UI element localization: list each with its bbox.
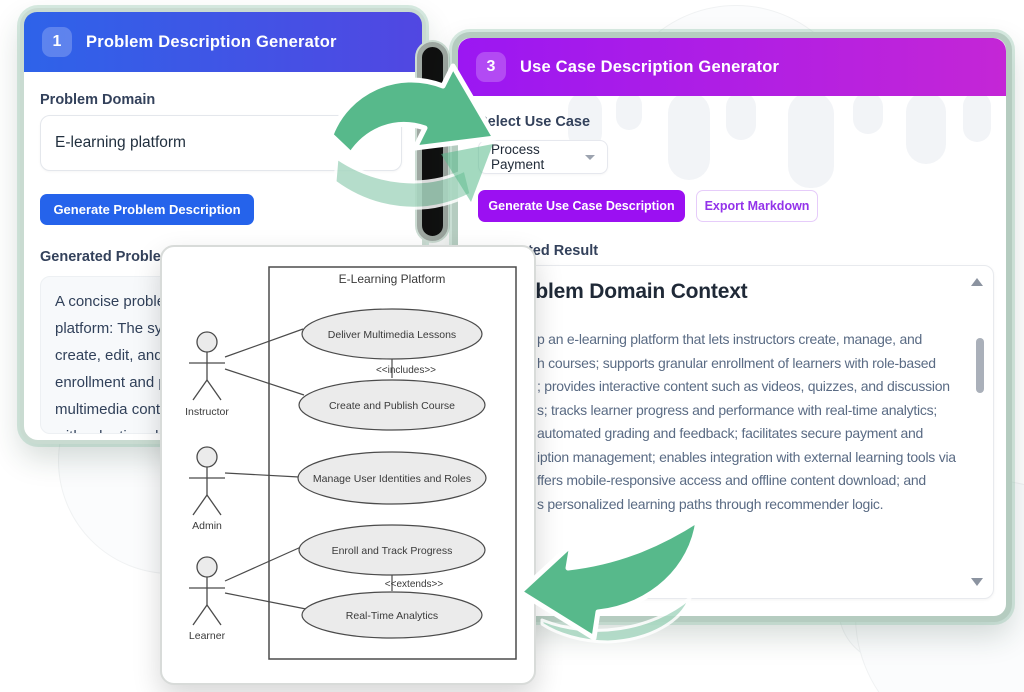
problem-domain-label: Problem Domain (40, 92, 156, 108)
result-line: s; tracks learner progress and performan… (537, 401, 938, 418)
actor-instructor-label: Instructor (185, 406, 229, 418)
actor-admin (189, 446, 225, 516)
svg-text:Real-Time Analytics: Real-Time Analytics (346, 610, 438, 622)
flow-arrow-right-icon (328, 63, 498, 210)
association-lines (224, 328, 393, 610)
result-line: h courses; supports granular enrollment … (537, 354, 936, 371)
flow-arrow-left-icon (517, 517, 701, 644)
export-markdown-button[interactable]: Export Markdown (696, 190, 818, 222)
use-case-select[interactable]: Process Payment (478, 140, 608, 174)
actor-learner-label: Learner (189, 630, 226, 642)
step-badge-1: 1 (42, 27, 72, 57)
use-case-real-time-analytics (301, 591, 483, 639)
use-case-manage-user-identities (297, 451, 487, 505)
uml-use-case-diagram-card: E-Learning Platform Deliver Multimedia L… (160, 245, 536, 685)
use-case-enroll-and-track-progress (298, 524, 486, 576)
actor-instructor (189, 331, 225, 401)
generated-problem-line: create, edit, and p (55, 347, 176, 364)
chevron-down-icon (585, 154, 595, 160)
card1-header: 1 Problem Description Generator (24, 12, 422, 72)
generated-problem-line: with adaptive pla (55, 423, 397, 433)
result-line: ; provides interactive content such as v… (537, 378, 950, 394)
result-paragraph: p an e-learning platform that lets instr… (537, 328, 956, 516)
step-badge-3: 3 (476, 52, 506, 82)
use-case-deliver-multimedia-lessons (301, 308, 483, 360)
decorative-drip (726, 92, 756, 140)
result-line: ffers mobile-responsive access and offli… (537, 472, 926, 488)
generate-use-case-description-button[interactable]: Generate Use Case Description (478, 190, 685, 222)
scroll-down-icon[interactable] (971, 578, 983, 586)
scroll-up-icon[interactable] (971, 278, 983, 286)
result-line: s personalized learning paths through re… (537, 495, 884, 512)
use-case-ellipses: Deliver Multimedia Lessons Create and Pu… (297, 308, 487, 639)
result-heading: Problem Domain Context (501, 280, 748, 303)
decorative-drip (668, 92, 710, 180)
svg-text:Manage User Identities and Rol: Manage User Identities and Roles (313, 473, 471, 485)
decorative-drip (853, 92, 883, 134)
decorative-drip (906, 92, 946, 164)
result-line: iption management; enables integration w… (537, 448, 956, 465)
generated-problem-line: A concise problem (55, 293, 178, 310)
generated-problem-line: platform: The sys (55, 320, 170, 337)
actor-admin-label: Admin (192, 520, 222, 532)
extends-label: <<extends>> (385, 579, 444, 590)
generated-problem-line: multimedia conte (55, 401, 169, 418)
generate-problem-description-button[interactable]: Generate Problem Description (40, 194, 254, 225)
card3-header: 3 Use Case Description Generator (458, 38, 1006, 96)
generated-result-panel: Problem Domain Context p an e-learning p… (478, 265, 994, 599)
includes-label: <<includes>> (376, 365, 436, 376)
svg-text:Deliver Multimedia Lessons: Deliver Multimedia Lessons (328, 329, 456, 341)
select-use-case-label: Select Use Case (478, 114, 591, 130)
actor-learner (189, 556, 225, 626)
scrollbar-thumb[interactable] (976, 338, 984, 393)
svg-text:Enroll and Track Progress: Enroll and Track Progress (332, 545, 453, 557)
use-case-description-generator-card: 3 Use Case Description Generator Select … (452, 32, 1012, 622)
card1-title: Problem Description Generator (86, 32, 337, 51)
decorative-drip (788, 92, 834, 188)
decorative-drip (963, 92, 991, 142)
use-case-create-and-publish-course (298, 379, 486, 431)
use-case-select-value: Process Payment (491, 142, 545, 172)
result-line: automated grading and feedback; facilita… (537, 425, 924, 441)
system-boundary (268, 266, 517, 660)
card3-title: Use Case Description Generator (520, 57, 780, 76)
system-title: E-Learning Platform (339, 272, 446, 286)
uml-use-case-diagram: E-Learning Platform Deliver Multimedia L… (185, 266, 517, 660)
decorative-drip (616, 92, 642, 130)
result-line: p an e-learning platform that lets instr… (537, 331, 923, 347)
svg-text:Create and Publish Course: Create and Publish Course (329, 400, 455, 412)
generated-problem-line: enrollment and p (55, 374, 167, 391)
